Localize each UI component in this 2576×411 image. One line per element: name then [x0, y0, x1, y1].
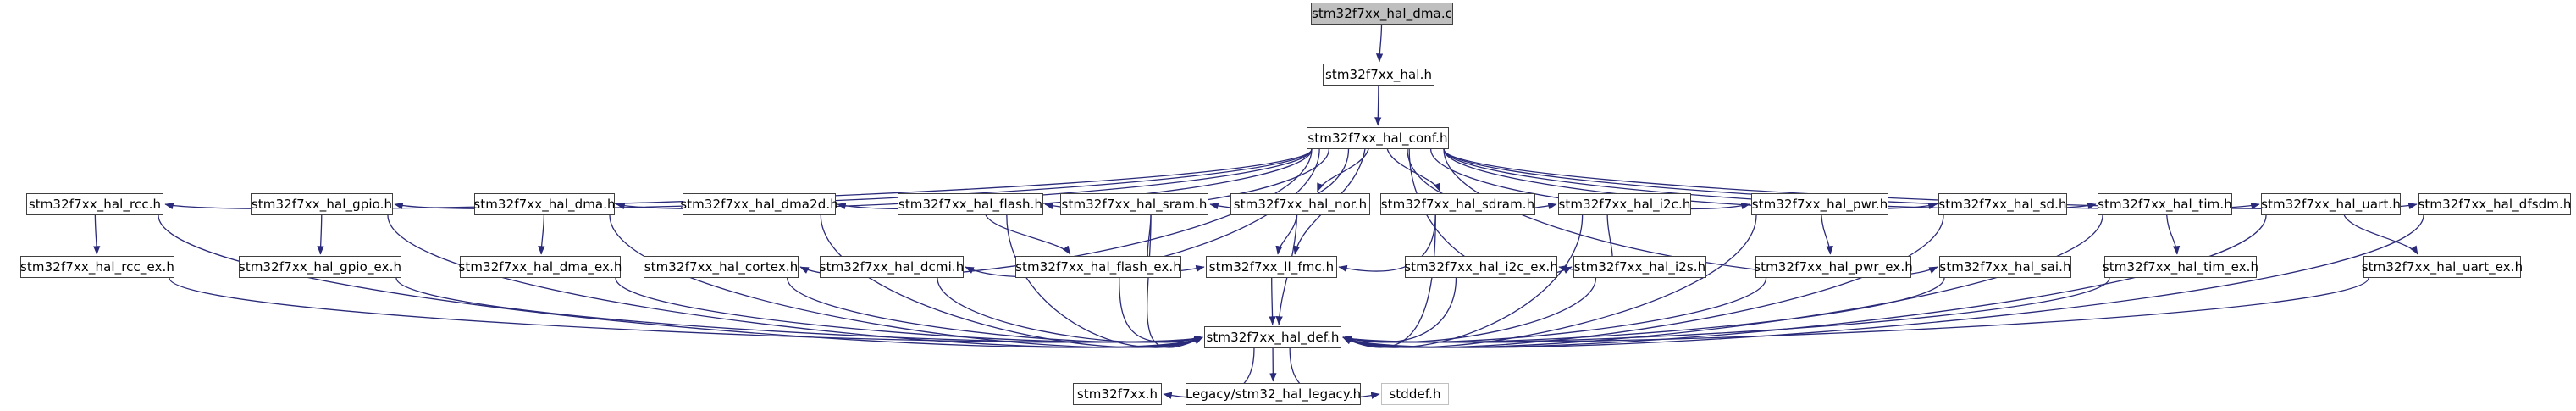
graph-node-gpio_ex[interactable]: stm32f7xx_hal_gpio_ex.h: [239, 256, 401, 278]
graph-edge-gpio-to-gpio_ex: [317, 214, 324, 255]
graph-edge-tim_ex-to-hal_def: [1342, 277, 2110, 343]
graph-node-i2c_ex[interactable]: stm32f7xx_hal_i2c_ex.h: [1404, 256, 1558, 278]
graph-edge-tim-to-tim_ex: [2166, 214, 2181, 255]
graph-node-hal_h[interactable]: stm32f7xx_hal.h: [1323, 64, 1434, 86]
graph-edge-i2c-to-hal_def: [1342, 214, 1584, 348]
graph-edge-conf_h-to-dcmi: [965, 148, 1320, 278]
graph-edge-dma2d-to-hal_def: [820, 214, 1203, 348]
graph-node-pwr[interactable]: stm32f7xx_hal_pwr.h: [1751, 193, 1888, 215]
graph-edge-conf_h-to-sdram: [1386, 148, 1441, 192]
graph-node-sram[interactable]: stm32f7xx_hal_sram.h: [1060, 193, 1208, 215]
graph-edge-cortex-to-hal_def: [787, 277, 1203, 343]
graph-node-tim_ex[interactable]: stm32f7xx_hal_tim_ex.h: [2103, 256, 2258, 278]
graph-edge-sram-to-hal_def: [1146, 214, 1203, 348]
graph-edge-pwr-to-hal_def: [1342, 214, 1757, 348]
graph-edge-flash_ex-to-hal_def: [1119, 277, 1203, 343]
graph-node-tim[interactable]: stm32f7xx_hal_tim.h: [2098, 193, 2232, 215]
graph-edge-flash-to-flash_ex: [985, 214, 1071, 255]
graph-edge-rcc-to-hal_def: [158, 214, 1203, 348]
graph-edge-uart-to-hal_def: [1342, 214, 2267, 348]
graph-node-sdram[interactable]: stm32f7xx_hal_sdram.h: [1380, 193, 1535, 215]
graph-node-cortex[interactable]: stm32f7xx_hal_cortex.h: [644, 256, 799, 278]
graph-node-dma_c[interactable]: stm32f7xx_hal_dma.c: [1311, 3, 1453, 25]
graph-edge-dma-to-dma_ex: [538, 214, 545, 255]
graph-edge-tim-to-hal_def: [1342, 214, 2103, 348]
graph-edge-dma-to-hal_def: [609, 214, 1203, 348]
graph-edge-conf_h-to-gpio: [394, 148, 1313, 210]
graph-node-flash[interactable]: stm32f7xx_hal_flash.h: [898, 193, 1043, 215]
graph-edge-conf_h-to-nor: [1317, 148, 1369, 192]
graph-node-gpio[interactable]: stm32f7xx_hal_gpio.h: [251, 193, 393, 215]
graph-edge-flash-to-hal_def: [1006, 214, 1203, 348]
graph-edge-pwr_ex-to-hal_def: [1342, 277, 1767, 343]
graph-node-sai[interactable]: stm32f7xx_hal_sai.h: [1939, 256, 2071, 278]
graph-edge-nor-to-ll_fmc: [1275, 214, 1298, 255]
graph-node-stm32f7xx[interactable]: stm32f7xx.h: [1073, 383, 1162, 405]
graph-edge-pwr-to-pwr_ex: [1821, 214, 1833, 255]
graph-node-ll_fmc[interactable]: stm32f7xx_ll_fmc.h: [1206, 256, 1337, 278]
graph-edge-sdram-to-hal_def: [1342, 214, 1436, 348]
graph-edge-uart-to-uart_ex: [2343, 214, 2418, 255]
graph-edge-hal_h-to-conf_h: [1374, 85, 1382, 126]
graph-edge-ll_fmc-to-hal_def: [1269, 277, 1276, 325]
graph-node-legacy[interactable]: Legacy/stm32_hal_legacy.h: [1186, 383, 1361, 405]
graph-edge-uart_ex-to-hal_def: [1342, 277, 2369, 343]
graph-node-hal_def[interactable]: stm32f7xx_hal_def.h: [1204, 326, 1341, 348]
graph-node-i2c[interactable]: stm32f7xx_hal_i2c.h: [1558, 193, 1691, 215]
graph-node-dma_ex[interactable]: stm32f7xx_hal_dma_ex.h: [459, 256, 622, 278]
graph-node-i2s[interactable]: stm32f7xx_hal_i2s.h: [1573, 256, 1706, 278]
graph-node-dma2d[interactable]: stm32f7xx_hal_dma2d.h: [680, 193, 838, 215]
graph-edge-rcc-to-rcc_ex: [93, 214, 101, 255]
graph-edge-dma_c-to-hal_h: [1375, 24, 1384, 63]
graph-node-sd[interactable]: stm32f7xx_hal_sd.h: [1938, 193, 2067, 215]
graph-edge-i2c_ex-to-hal_def: [1342, 277, 1457, 343]
graph-node-rcc[interactable]: stm32f7xx_hal_rcc.h: [26, 193, 163, 215]
graph-node-dma[interactable]: stm32f7xx_hal_dma.h: [473, 193, 616, 215]
graph-node-dcmi[interactable]: stm32f7xx_hal_dcmi.h: [820, 256, 964, 278]
graph-edge-gpio-to-hal_def: [387, 214, 1203, 348]
graph-node-nor[interactable]: stm32f7xx_hal_nor.h: [1230, 193, 1370, 215]
graph-node-dfsdm[interactable]: stm32f7xx_hal_dfsdm.h: [2418, 193, 2571, 215]
graph-node-flash_ex[interactable]: stm32f7xx_hal_flash_ex.h: [1015, 256, 1181, 278]
graph-edge-dfsdm-to-hal_def: [1342, 214, 2424, 348]
graph-node-rcc_ex[interactable]: stm32f7xx_hal_rcc_ex.h: [20, 256, 174, 278]
graph-node-uart_ex[interactable]: stm32f7xx_hal_uart_ex.h: [2362, 256, 2523, 278]
graph-node-stddef[interactable]: stddef.h: [1381, 383, 1449, 405]
graph-node-conf_h[interactable]: stm32f7xx_hal_conf.h: [1307, 127, 1449, 149]
graph-edge-i2s-to-hal_def: [1342, 277, 1597, 343]
graph-node-uart[interactable]: stm32f7xx_hal_uart.h: [2261, 193, 2401, 215]
graph-node-pwr_ex[interactable]: stm32f7xx_hal_pwr_ex.h: [1754, 256, 1913, 278]
